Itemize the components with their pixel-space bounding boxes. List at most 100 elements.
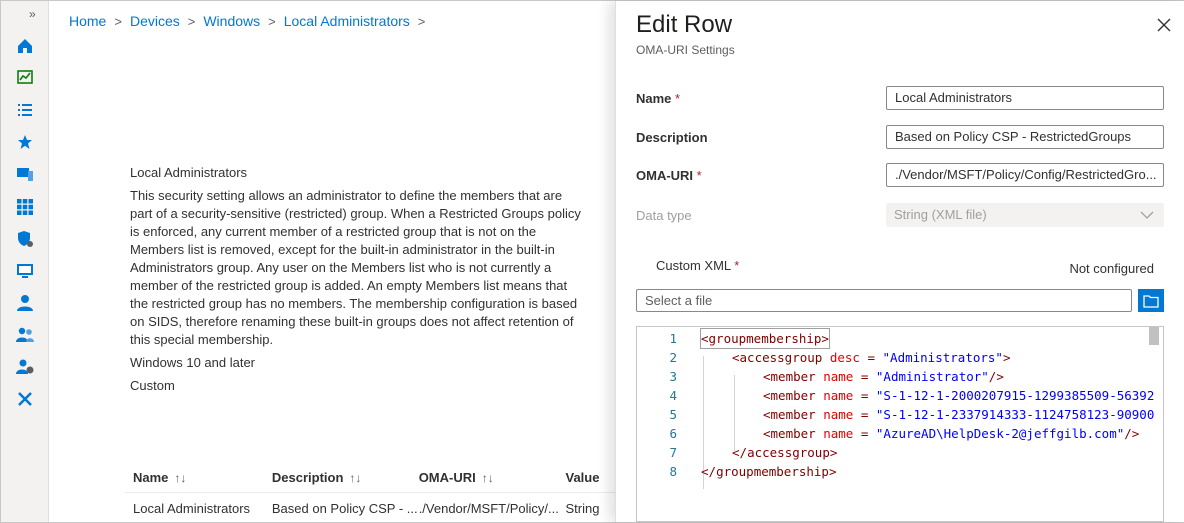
code-token: < <box>763 369 771 384</box>
code-token: = <box>853 369 876 384</box>
code-text: <member name = "S-1-12-1-2000207915-1299… <box>763 386 1154 405</box>
code-token: "S-1-12-1-2000207915-1299385509-56392 <box>875 388 1155 403</box>
line-number: 5 <box>669 407 677 422</box>
status-text: Not configured <box>1069 261 1154 276</box>
code-text: </groupmembership> <box>701 462 836 481</box>
policy-heading: Local Administrators <box>130 165 248 180</box>
code-line[interactable]: 5 <member name = "S-1-12-1-2337914333-112… <box>637 405 1163 424</box>
code-text: <member name = "Administrator"/> <box>763 367 1004 386</box>
code-text: </accessgroup> <box>732 443 837 462</box>
omauri-label: OMA-URI * <box>636 168 702 183</box>
code-line[interactable]: 1 <groupmembership> <box>637 328 1163 349</box>
cell-value: String <box>565 500 600 516</box>
cell-omauri: ./Vendor/MSFT/Policy/... <box>418 500 559 516</box>
file-select-input[interactable]: Select a file <box>636 289 1132 312</box>
breadcrumb-devices[interactable]: Devices <box>129 13 180 29</box>
table-header: Name↑↓ Description↑↓ OMA-URI↑↓ Value <box>125 463 625 493</box>
endpoint-security-icon[interactable] <box>15 229 35 249</box>
column-name-header[interactable]: Name↑↓ <box>133 470 187 485</box>
close-icon[interactable] <box>1156 17 1172 33</box>
troubleshooting-tools-icon[interactable] <box>15 389 35 409</box>
groups-icon[interactable] <box>15 325 35 345</box>
description-label: Description <box>636 130 708 145</box>
editor-scrollbar[interactable] <box>1149 327 1159 345</box>
sort-icon[interactable]: ↑↓ <box>481 471 494 485</box>
xml-code-editor[interactable]: 1<groupmembership>2<accessgroup desc = "… <box>636 326 1164 522</box>
code-token: = <box>853 388 876 403</box>
name-input[interactable]: Local Administrators <box>886 86 1164 110</box>
sort-icon[interactable]: ↑↓ <box>349 471 362 485</box>
code-token: /> <box>1124 426 1140 441</box>
code-token: > <box>829 445 838 460</box>
line-number: 3 <box>669 369 677 384</box>
code-line[interactable]: 4<member name = "S-1-12-1-2000207915-129… <box>637 386 1163 405</box>
chevron-right-icon: > <box>417 13 426 29</box>
code-token: < <box>701 331 709 346</box>
code-token: "S-1-12-1-2337914333-1124758123-90900 <box>875 407 1155 422</box>
code-token: name <box>823 388 854 403</box>
breadcrumb-home[interactable]: Home <box>69 13 107 29</box>
column-omauri-header[interactable]: OMA-URI↑↓ <box>418 470 494 485</box>
home-icon[interactable] <box>15 36 35 56</box>
code-token: "AzureAD\HelpDesk-2@jeffgilb.com" <box>875 426 1125 441</box>
policy-type: Custom <box>130 378 175 393</box>
code-token: = <box>859 350 883 365</box>
browse-folder-button[interactable] <box>1138 289 1164 312</box>
panel-title: Edit Row <box>636 11 733 38</box>
dashboard-icon[interactable] <box>15 67 35 87</box>
devices-icon[interactable] <box>15 164 35 184</box>
cell-description: Based on Policy CSP - ... <box>271 500 418 516</box>
code-token: </ <box>701 464 717 479</box>
code-token: member <box>770 388 824 403</box>
name-label: Name * <box>636 91 681 106</box>
code-line[interactable]: 3 <member name = "Administrator"/> <box>637 367 1163 386</box>
code-token: < <box>763 426 771 441</box>
line-number: 1 <box>669 331 677 346</box>
chevron-right-icon: > <box>187 13 196 29</box>
datatype-label: Data type <box>636 208 692 223</box>
code-token: </ <box>732 445 748 460</box>
code-token: /> <box>988 369 1004 384</box>
chevron-right-icon: > <box>268 13 276 29</box>
sort-icon[interactable]: ↑↓ <box>174 471 187 485</box>
breadcrumb: Home > Devices > Windows > Local Administra… <box>69 13 433 29</box>
description-input[interactable]: Based on Policy CSP - RestrictedGroups <box>886 125 1164 149</box>
code-line[interactable]: 7</accessgroup> <box>637 443 1163 462</box>
column-description-header[interactable]: Description↑↓ <box>271 470 362 485</box>
code-token: accessgroup <box>747 445 830 460</box>
code-line[interactable]: 2<accessgroup desc = "Administrators"> <box>637 348 1163 367</box>
code-token: member <box>770 369 824 384</box>
code-token: member <box>770 426 824 441</box>
favorites-star-icon[interactable] <box>15 132 35 152</box>
code-token: "Administrators" <box>882 350 1003 365</box>
code-text: <member name = "AzureAD\HelpDesk-2@jeffg… <box>763 424 1139 443</box>
column-value-header[interactable]: Value <box>565 470 600 485</box>
all-services-icon[interactable] <box>15 100 35 120</box>
code-token: accessgroup <box>739 350 830 365</box>
breadcrumb-windows[interactable]: Windows <box>203 13 261 29</box>
code-token: = <box>853 407 876 422</box>
expand-nav-icon[interactable]: » <box>29 7 36 21</box>
breadcrumb-local-administrators[interactable]: Local Administrators <box>283 13 410 29</box>
indent-guide <box>734 375 735 451</box>
code-token: desc <box>829 350 860 365</box>
code-line[interactable]: 6<member name = "AzureAD\HelpDesk-2@jeff… <box>637 424 1163 443</box>
users-icon[interactable] <box>15 293 35 313</box>
chevron-down-icon <box>1140 203 1154 235</box>
reports-monitor-icon[interactable] <box>15 261 35 281</box>
omauri-input[interactable]: ./Vendor/MSFT/Policy/Config/RestrictedGr… <box>886 163 1164 187</box>
datatype-value: String (XML file) <box>894 207 987 222</box>
tenant-admin-icon[interactable] <box>15 357 35 377</box>
code-token: < <box>732 350 740 365</box>
datatype-dropdown: String (XML file) <box>886 203 1164 227</box>
code-token: = <box>853 426 876 441</box>
code-token: > <box>1002 350 1011 365</box>
policy-description: Local Administrators This security setti… <box>130 164 582 400</box>
code-text: <member name = "S-1-12-1-2337914333-1124… <box>763 405 1154 424</box>
table-row[interactable]: Local Administrators Based on Policy CSP… <box>125 493 625 523</box>
apps-grid-icon[interactable] <box>15 197 35 217</box>
code-line[interactable]: 8</groupmembership> <box>637 462 1163 481</box>
code-token: > <box>821 331 829 346</box>
panel-subtitle: OMA-URI Settings <box>636 43 735 57</box>
code-token: groupmembership <box>708 331 822 346</box>
